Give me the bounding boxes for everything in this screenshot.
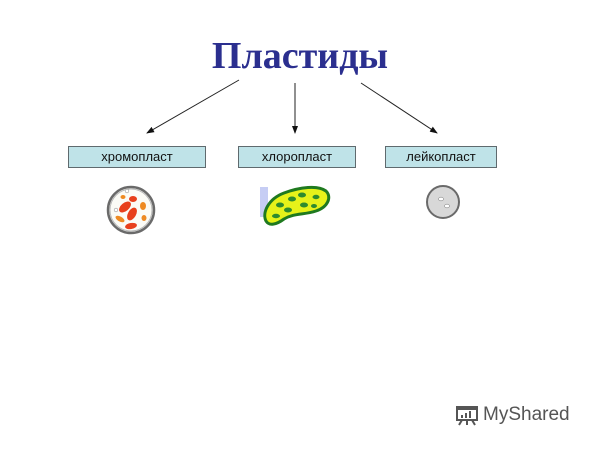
box-chromoplast: хромопласт (68, 146, 206, 168)
box-chloroplast: хлоропласт (238, 146, 356, 168)
chloroplast-illustration (260, 185, 331, 226)
watermark: MyShared (454, 402, 570, 428)
arrow-right (360, 82, 438, 134)
chromoplast-illustration (106, 185, 156, 235)
box-leucoplast: лейкопласт (385, 146, 497, 168)
arrow-left (146, 79, 240, 134)
leucoplast-illustration (426, 185, 460, 219)
presentation-board-icon (456, 406, 478, 426)
diagram-title: Пластиды (211, 35, 389, 77)
watermark-text: MyShared (483, 404, 570, 425)
